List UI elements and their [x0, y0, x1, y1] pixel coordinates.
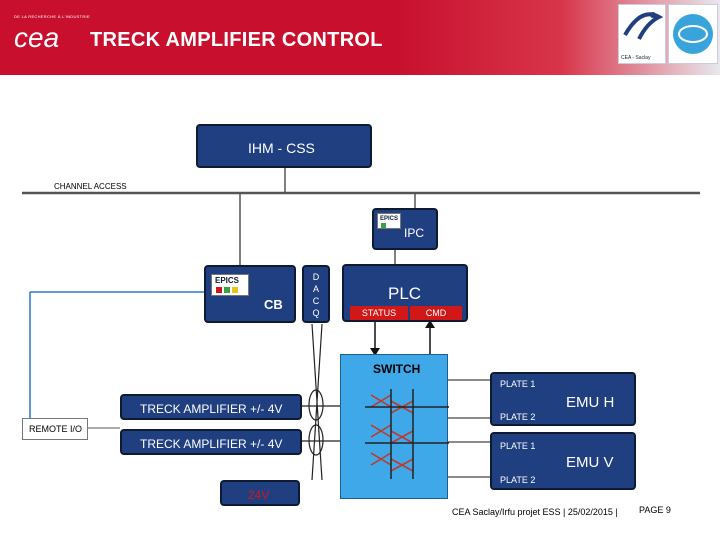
status-port: STATUS [350, 306, 408, 320]
ipc-epics-mark-icon [381, 223, 386, 228]
page-number: PAGE 9 [639, 505, 671, 515]
plc-label: PLC [388, 284, 422, 303]
emu-h-plate2-label: PLATE 2 [500, 412, 536, 422]
ihm-css-box: IHM - CSS [196, 124, 372, 168]
emu-h-label: EMU H [566, 394, 615, 411]
remote-io-box: REMOTE I/O [22, 418, 88, 440]
cb-epics-green-icon [224, 287, 230, 293]
ess-logo [668, 4, 718, 64]
treck-amplifier-2: TRECK AMPLIFIER +/- 4V [120, 429, 302, 455]
ipc-box: EPICS IPC [372, 208, 438, 250]
switch-relays-icon [365, 389, 449, 479]
treck-amplifier-1: TRECK AMPLIFIER +/- 4V [120, 394, 302, 420]
cb-epics-yellow-icon [232, 287, 238, 293]
header-banner: DE LA RECHERCHE À L'INDUSTRIE cea TRECK … [0, 0, 720, 75]
power-24v-box: 24V [220, 480, 300, 506]
emu-v-label: EMU V [566, 454, 614, 471]
power-24v-label: 24V [248, 488, 270, 502]
footer-credit: CEA Saclay/Irfu projet ESS | 25/02/2015 … [452, 507, 618, 517]
irfu-caption: CEA - Saclay [621, 55, 651, 61]
irfu-logo: CEA - Saclay [618, 4, 666, 64]
treck-amplifier-2-label: TRECK AMPLIFIER +/- 4V [140, 437, 283, 451]
cb-epics-red-icon [216, 287, 222, 293]
ipc-label: IPC [404, 226, 425, 240]
cb-epics-logo: EPICS [211, 274, 249, 296]
daq-letter-a: A [312, 284, 319, 294]
cmd-port: CMD [410, 306, 462, 320]
treck-amplifier-1-label: TRECK AMPLIFIER +/- 4V [140, 402, 283, 416]
cb-box: EPICS CB [204, 265, 296, 323]
ipc-epics-label: EPICS [380, 216, 399, 222]
switch-box: SWITCH [340, 354, 449, 499]
switch-label: SWITCH [373, 362, 421, 376]
irfu-logo-icon [623, 12, 664, 40]
page-title: TRECK AMPLIFIER CONTROL [90, 29, 383, 51]
daq-letter-c: C [312, 296, 320, 306]
emu-h-plate1-label: PLATE 1 [500, 379, 536, 389]
svg-text:cea: cea [14, 24, 59, 52]
cb-epics-label: EPICS [215, 276, 240, 285]
emu-v-box: PLATE 1 EMU V PLATE 2 [490, 432, 636, 490]
emu-v-plate1-label: PLATE 1 [500, 441, 536, 451]
daq-letter-d: D [312, 272, 320, 282]
ipc-epics-logo: EPICS [377, 213, 401, 229]
ess-logo-icon [673, 14, 713, 54]
cb-label: CB [264, 297, 283, 312]
remote-io-label: REMOTE I/O [29, 424, 83, 434]
daq-letter-q: Q [312, 308, 320, 318]
tagline: DE LA RECHERCHE À L'INDUSTRIE [14, 14, 90, 19]
cea-logo-icon: cea [14, 24, 59, 52]
emu-v-plate2-label: PLATE 2 [500, 475, 536, 485]
emu-h-box: PLATE 1 EMU H PLATE 2 [490, 372, 636, 426]
channel-access-label: CHANNEL ACCESS [54, 182, 127, 191]
daq-box: D A C Q [302, 265, 330, 323]
plc-box: PLC STATUS CMD [342, 264, 468, 322]
ihm-css-label: IHM - CSS [248, 140, 315, 156]
